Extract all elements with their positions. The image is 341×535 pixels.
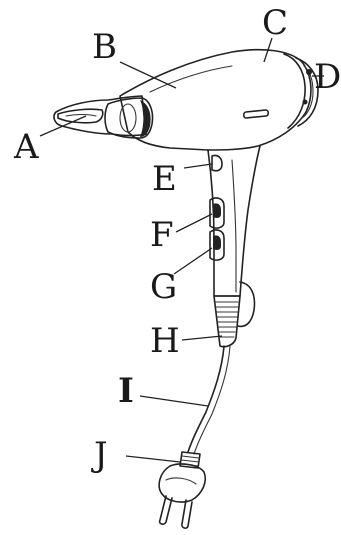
dryer-body: [120, 50, 311, 150]
label-f: F: [150, 215, 174, 255]
leader-f: [176, 214, 212, 232]
leader-b: [120, 62, 176, 88]
handle-inner-line: [232, 160, 236, 292]
label-j: J: [91, 435, 108, 475]
label-d: D: [314, 57, 341, 97]
leader-j: [126, 456, 180, 462]
label-a: A: [13, 127, 39, 167]
filter-dot-upper: [306, 69, 312, 75]
plug-face: [166, 478, 196, 484]
filter-dot-lower: [303, 100, 308, 105]
label-g: G: [150, 267, 177, 307]
leader-g: [174, 248, 212, 274]
leader-a: [40, 116, 86, 136]
body-slot: [244, 110, 269, 118]
cool-shot-button: [212, 155, 222, 170]
cord-protector-ribs: [216, 302, 238, 337]
leader-i: [140, 396, 208, 406]
cord-protector: [214, 296, 240, 347]
power-cord: [188, 346, 224, 452]
label-e: E: [152, 159, 177, 199]
label-b: B: [92, 27, 117, 67]
dryer-handle: [208, 146, 260, 296]
label-h: H: [150, 321, 180, 361]
nozzle-collar-ring: [120, 104, 136, 132]
leader-h: [182, 336, 222, 340]
leader-e: [184, 164, 212, 168]
speed-switch-knob: [213, 203, 221, 218]
plug-pin-right: [182, 500, 192, 528]
body-highlight: [150, 66, 232, 92]
power-cord-edge: [194, 346, 230, 454]
label-c: C: [262, 3, 288, 43]
heat-switch-knob: [213, 235, 221, 250]
label-i: I: [118, 371, 134, 411]
nozzle-inner-line: [66, 115, 96, 117]
